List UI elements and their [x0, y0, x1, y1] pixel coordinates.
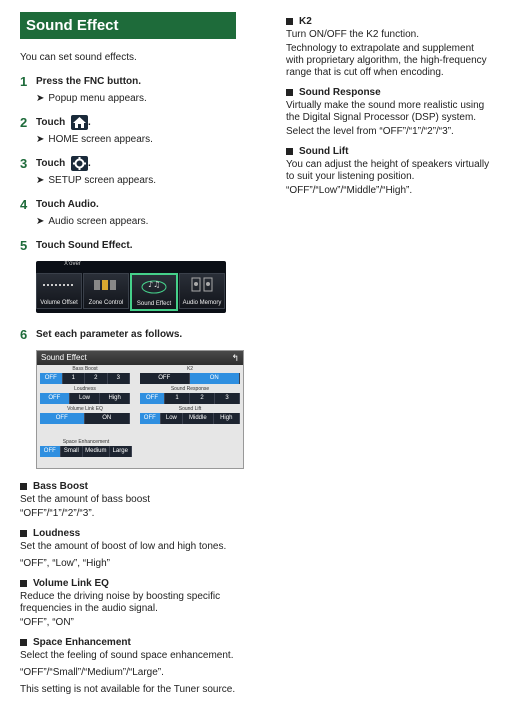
section-title: Sound Effect — [20, 12, 236, 39]
step-text: Set each parameter as follows. — [36, 329, 183, 340]
volume-link-eq-off[interactable]: OFF — [40, 413, 85, 424]
param-sound-lift: Sound Lift You can adjust the height of … — [286, 146, 490, 196]
space-enhancement-group: Space Enhancement OFF Small Medium Large — [40, 439, 133, 457]
sound-lift-group: Sound Lift OFF Low Middle High — [140, 406, 240, 424]
param-bass-boost: Bass Boost Set the amount of bass boost … — [20, 481, 151, 519]
bullet-square-icon — [286, 148, 293, 155]
svg-text:♪♫: ♪♫ — [148, 280, 160, 289]
volume-offset-icon — [43, 284, 73, 286]
step-text-end: button. — [104, 76, 142, 87]
loudness-low[interactable]: Low — [69, 393, 101, 404]
loudness-group: Loudness OFF Low High — [40, 386, 130, 404]
step-4: 4 Touch Audio. ➤Audio screen appears. — [20, 197, 242, 227]
right-column: K2 Turn ON/OFF the K2 function. Technolo… — [286, 16, 491, 197]
space-enhancement-off[interactable]: OFF — [40, 446, 61, 457]
space-enhancement-large[interactable]: Large — [109, 446, 133, 457]
step-result: ➤SETUP screen appears. — [36, 175, 157, 186]
step-number: 4 — [20, 197, 28, 212]
sound-effect-panel: Sound Effect ↰ Bass Boost OFF 1 2 3 K2 O… — [36, 350, 244, 469]
sound-lift-off[interactable]: OFF — [140, 413, 161, 424]
step-text: Touch — [36, 158, 66, 170]
sound-effect-button[interactable]: ♪♫ Sound Effect — [130, 273, 178, 311]
sound-response-3[interactable]: 3 — [215, 393, 240, 404]
step-text: Touch — [36, 240, 69, 251]
panel-title: Sound Effect — [41, 353, 87, 362]
step-number: 2 — [20, 115, 28, 130]
bass-boost-1[interactable]: 1 — [62, 373, 85, 384]
param-sound-response: Sound Response Virtually make the sound … — [286, 87, 485, 137]
step-2: 2 Touch . ➤HOME screen appears. — [20, 115, 242, 145]
back-icon[interactable]: ↰ — [231, 353, 239, 363]
zone-control-button[interactable]: Zone Control — [83, 273, 129, 309]
sound-lift-low[interactable]: Low — [160, 413, 184, 424]
bass-boost-group: Bass Boost OFF 1 2 3 — [40, 366, 130, 384]
step-result: ➤Popup menu appears. — [36, 93, 147, 104]
audio-label: Audio — [67, 199, 96, 210]
step-6: 6 Set each parameter as follows. Sound E… — [20, 327, 244, 469]
bullet-square-icon — [20, 639, 27, 646]
fnc-label: FNC — [83, 76, 105, 87]
volume-link-eq-group: Volume Link EQ OFF ON — [40, 406, 130, 424]
bass-boost-3[interactable]: 3 — [107, 373, 130, 384]
bass-boost-off[interactable]: OFF — [40, 373, 63, 384]
step-text: Touch — [36, 117, 66, 129]
k2-group: K2 OFF ON — [140, 366, 240, 384]
param-k2: K2 Turn ON/OFF the K2 function. Technolo… — [286, 16, 487, 78]
panel-header: Sound Effect ↰ — [37, 351, 243, 365]
step-text: Press the — [36, 76, 84, 87]
volume-link-eq-on[interactable]: ON — [84, 413, 130, 424]
sound-response-2[interactable]: 2 — [190, 393, 215, 404]
arrow-icon: ➤ — [36, 216, 45, 227]
step-5: 5 Touch Sound Effect. X'over Volume Offs… — [20, 238, 242, 313]
loudness-high[interactable]: High — [100, 393, 130, 404]
step-text: Touch — [36, 199, 68, 210]
audio-memory-icon — [191, 277, 213, 292]
bullet-square-icon — [20, 483, 27, 490]
sound-lift-high[interactable]: High — [213, 413, 240, 424]
arrow-icon: ➤ — [36, 134, 45, 145]
volume-offset-button[interactable]: Volume Offset — [36, 273, 82, 309]
zone-control-icon — [94, 280, 116, 290]
audio-memory-button[interactable]: Audio Memory — [179, 273, 225, 309]
loudness-off[interactable]: OFF — [40, 393, 70, 404]
sound-response-group: Sound Response OFF 1 2 3 — [140, 386, 240, 404]
arrow-icon: ➤ — [36, 175, 45, 186]
k2-on[interactable]: ON — [189, 373, 240, 384]
bass-boost-2[interactable]: 2 — [85, 373, 108, 384]
space-enhancement-medium[interactable]: Medium — [83, 446, 110, 457]
bullet-square-icon — [20, 530, 27, 537]
sound-response-1[interactable]: 1 — [165, 393, 190, 404]
param-volume-link-eq: Volume Link EQ Reduce the driving noise … — [20, 578, 221, 628]
xover-label: X'over — [64, 261, 81, 267]
sound-effect-label: Sound Effect — [68, 240, 130, 251]
sound-effect-icon: ♪♫ — [141, 280, 167, 294]
sound-response-off[interactable]: OFF — [140, 393, 165, 404]
home-icon[interactable] — [71, 115, 89, 130]
space-enhancement-small[interactable]: Small — [60, 446, 84, 457]
param-loudness: Loudness Set the amount of boost of low … — [20, 528, 227, 569]
bullet-square-icon — [20, 580, 27, 587]
step-number: 1 — [20, 74, 28, 89]
k2-off[interactable]: OFF — [140, 373, 190, 384]
step-3: 3 Touch . ➤SETUP screen appears. — [20, 156, 242, 186]
arrow-icon: ➤ — [36, 93, 45, 104]
sound-lift-middle[interactable]: Middle — [183, 413, 214, 424]
gear-icon[interactable] — [71, 156, 89, 171]
left-column: Sound Effect You can set sound effects. … — [20, 12, 244, 696]
bullet-square-icon — [286, 18, 293, 25]
audio-screen-image: X'over Volume Offset Zone Control ♪♫ Sou… — [36, 261, 226, 313]
intro-text: You can set sound effects. — [20, 52, 137, 63]
step-result: ➤HOME screen appears. — [36, 134, 153, 145]
step-number: 6 — [20, 327, 28, 342]
step-number: 5 — [20, 238, 28, 253]
step-result: ➤Audio screen appears. — [36, 216, 149, 227]
param-space-enhancement: Space Enhancement Select the feeling of … — [20, 637, 236, 695]
step-1: 1 Press the FNC button. ➤Popup menu appe… — [20, 74, 242, 104]
bullet-square-icon — [286, 89, 293, 96]
step-number: 3 — [20, 156, 28, 171]
